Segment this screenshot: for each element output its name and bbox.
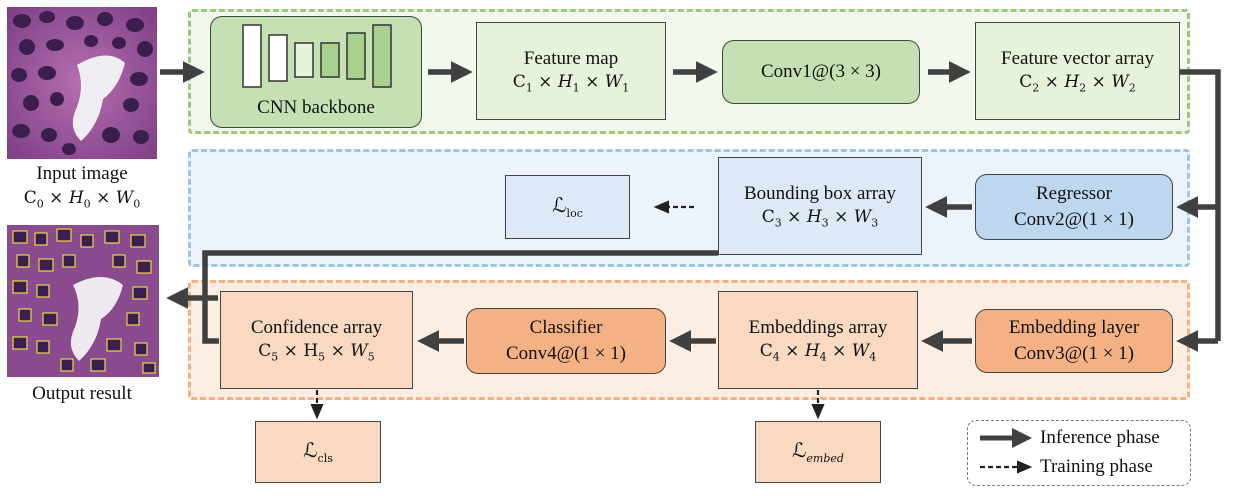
feature-map-box: Feature map C1 × H1 × W1 [476, 22, 666, 120]
loss-embed-label: ℒembed [792, 438, 844, 466]
input-caption-text: Input image [36, 163, 128, 184]
bounding-box-array: Bounding box array C3 × H3 × W3 [718, 157, 922, 255]
confidence-formula: C5 × H5 × W5 [258, 341, 375, 364]
loss-cls-box: ℒcls [255, 421, 381, 483]
classifier-formula: Conv4@(1 × 1) [505, 343, 627, 364]
input-image-caption: Input image C0 × H0 × W0 [7, 162, 157, 211]
feature-map-formula: C1 × H1 × W1 [512, 72, 630, 95]
legend-training-label: Training phase [1040, 456, 1153, 477]
embeddings-formula: C4 × H4 × W4 [759, 341, 877, 364]
legend [967, 420, 1191, 486]
loss-embed-box: ℒembed [755, 421, 881, 483]
embedding-layer-box: Embedding layer Conv3@(1 × 1) [975, 309, 1173, 373]
embeddings-title: Embeddings array [748, 316, 888, 338]
embeddings-array-box: Embeddings array C4 × H4 × W4 [718, 291, 918, 389]
regressor-title: Regressor [1036, 183, 1112, 205]
conv1-label: Conv1@(3 × 3) [760, 61, 882, 83]
loss-loc-box: ℒloc [505, 175, 630, 239]
loss-cls-label: ℒcls [303, 438, 333, 466]
bbox-formula: C3 × H3 × W3 [761, 207, 879, 230]
feature-vector-title: Feature vector array [1001, 47, 1154, 69]
output-caption: Output result [32, 383, 132, 404]
embedding-layer-formula: Conv3@(1 × 1) [1013, 343, 1135, 364]
loss-loc-label: ℒloc [552, 193, 583, 221]
bbox-title: Bounding box array [744, 182, 896, 204]
feature-vector-box: Feature vector array C2 × H2 × W2 [975, 22, 1180, 120]
regressor-formula: Conv2@(1 × 1) [1013, 209, 1135, 230]
conv1-box: Conv1@(3 × 3) [722, 40, 920, 104]
legend-inference-label: Inference phase [1040, 427, 1160, 448]
input-formula: C0 × H0 × W0 [23, 187, 141, 211]
output-image [7, 225, 159, 377]
embedding-layer-title: Embedding layer [1008, 317, 1140, 339]
regressor-box: Regressor Conv2@(1 × 1) [975, 174, 1173, 240]
backbone-layers-icon [242, 24, 392, 88]
backbone-label: CNN backbone [257, 97, 375, 119]
confidence-array-box: Confidence array C5 × H5 × W5 [220, 291, 413, 389]
classifier-box: Classifier Conv4@(1 × 1) [466, 308, 666, 374]
classifier-title: Classifier [529, 317, 603, 339]
cnn-backbone: CNN backbone [210, 16, 422, 128]
confidence-title: Confidence array [250, 316, 383, 338]
feature-vector-formula: C2 × H2 × W2 [1019, 72, 1136, 95]
feature-map-title: Feature map [523, 47, 619, 69]
input-image [7, 7, 157, 159]
